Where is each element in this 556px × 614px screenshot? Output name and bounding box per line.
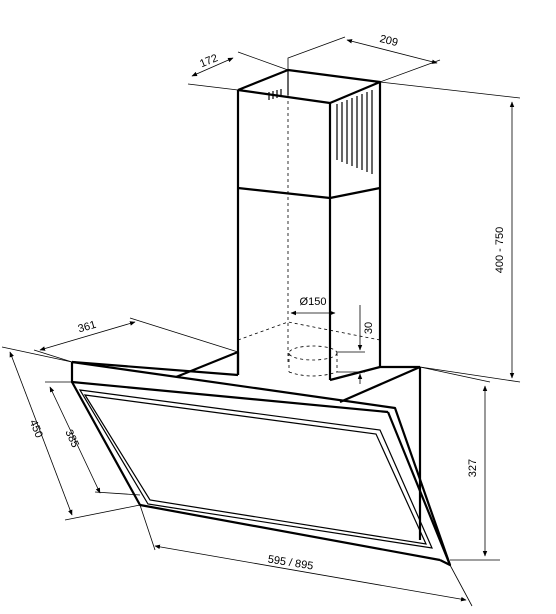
duct-opening [288, 345, 338, 377]
dim-text-duct-offset: 30 [363, 322, 375, 334]
vent-slots [268, 89, 373, 174]
dim-text-chimney-width: 209 [378, 33, 399, 49]
dim-duct-offset: 30 [337, 305, 375, 384]
dim-text-hood-depth: 361 [77, 319, 98, 336]
dim-hood-depth: 361 [33, 317, 239, 363]
hood-body [70, 350, 452, 567]
chimney [236, 68, 382, 380]
dim-text-hood-height: 327 [467, 459, 479, 477]
dim-text-chimney-height: 400 - 750 [494, 227, 506, 273]
dim-chimney-depth: 172 [187, 51, 289, 91]
dim-text-duct-diameter: Ø150 [300, 296, 327, 308]
dim-duct-diameter: Ø150 [290, 296, 336, 316]
dim-text-chimney-depth: 172 [198, 52, 220, 70]
dim-hood-width: 595 / 895 [139, 504, 473, 607]
dim-chimney-width: 209 [287, 33, 441, 83]
dim-chimney-height: 400 - 750 [379, 81, 521, 383]
dim-hood-height: 327 [419, 366, 500, 561]
